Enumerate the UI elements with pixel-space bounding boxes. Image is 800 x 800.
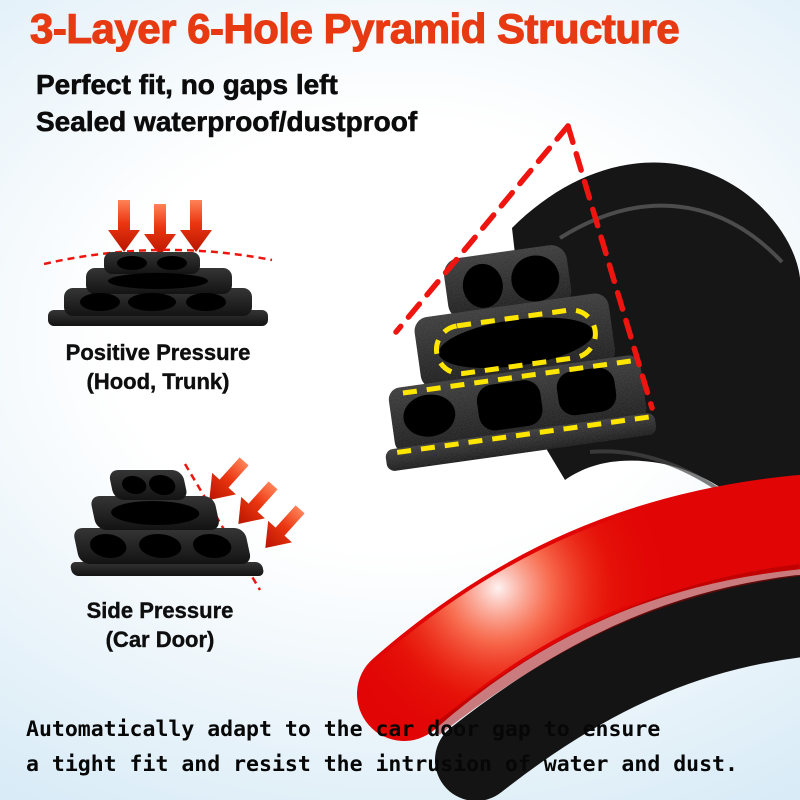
side-pressure-label-sub: (Car Door) xyxy=(105,627,215,652)
seal-strip xyxy=(512,162,800,560)
down-arrows-icon xyxy=(108,200,212,256)
strip-highlight-top xyxy=(558,203,784,264)
compression-dash-line xyxy=(43,248,273,266)
footer-line-2: a tight fit and resist the intrusion of … xyxy=(26,752,738,777)
layer-dash-lines xyxy=(396,307,654,455)
side-pressure-diagram xyxy=(70,450,313,591)
flattened-seal-holes xyxy=(80,256,226,311)
positive-pressure-label-title: Positive Pressure xyxy=(65,340,251,365)
page-title: 3-Layer 6-Hole Pyramid Structure xyxy=(29,4,680,52)
tape-gloss-highlight xyxy=(361,479,800,737)
footer-text: Automatically adapt to the car door gap … xyxy=(26,712,738,782)
pyramid-dash-triangle xyxy=(393,123,655,411)
positive-pressure-label-sub: (Hood, Trunk) xyxy=(86,369,230,394)
positive-pressure-label: Positive Pressure (Hood, Trunk) xyxy=(28,338,288,396)
sheared-seal xyxy=(70,470,264,576)
seal-underside xyxy=(435,575,800,800)
six-holes xyxy=(403,255,617,437)
subtitle-line-2: Sealed waterproof/dustproof xyxy=(36,106,418,138)
tape-shade xyxy=(432,564,800,735)
sheared-seal-holes xyxy=(89,475,232,558)
subtitle: Perfect fit, no gaps left Sealed waterpr… xyxy=(36,66,418,140)
adhesive-tape xyxy=(357,475,800,741)
side-pressure-label-title: Side Pressure xyxy=(86,598,234,623)
seal-strip-body xyxy=(512,162,800,560)
positive-pressure-diagram xyxy=(43,200,273,326)
side-pressure-label: Side Pressure (Car Door) xyxy=(30,596,290,654)
subtitle-line-1: Perfect fit, no gaps left xyxy=(36,69,338,101)
footer-line-1: Automatically adapt to the car door gap … xyxy=(26,717,661,742)
